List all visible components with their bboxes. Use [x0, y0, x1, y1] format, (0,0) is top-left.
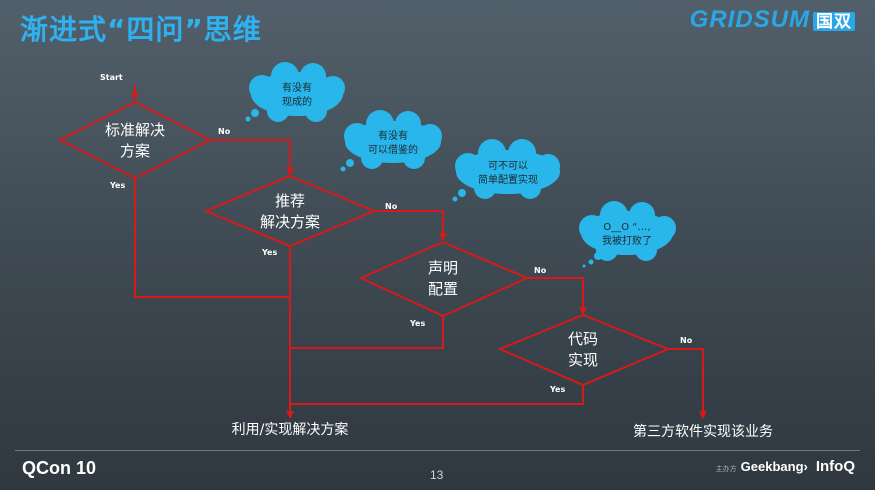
bubble-1-line2: 现成的 [282, 95, 312, 108]
thought-bubble-2 [340, 110, 442, 172]
bubble-3-line2: 简单配置实现 [478, 173, 538, 186]
decision-2-line1: 推荐 [275, 192, 305, 210]
connectors [131, 85, 707, 419]
outcome-right: 第三方软件实现该业务 [633, 423, 773, 440]
bubble-4-line1: O__O “…, [603, 222, 650, 233]
yes-line-4 [290, 385, 584, 405]
footer-divider [15, 450, 860, 451]
yes-label-4: Yes [549, 385, 565, 394]
qcon-logo: QCon 10 [22, 458, 97, 478]
geekbang-logo: Geekbang› [740, 459, 808, 474]
decision-4-line1: 代码 [568, 330, 598, 348]
logo-cn: 国双 [813, 12, 855, 31]
bubble-2-line2: 可以借鉴的 [368, 143, 418, 156]
decision-diamond-2 [203, 174, 377, 248]
no-label-3: No [534, 266, 547, 275]
yes-line-3 [290, 316, 444, 349]
bubble-2-line1: 有没有 [378, 129, 408, 142]
decision-3-line1: 声明 [428, 259, 458, 277]
no-label-1: No [218, 127, 231, 136]
bubble-1-line1: 有没有 [282, 81, 312, 94]
yes-line-1 [134, 178, 290, 298]
decision-diamond-3 [358, 240, 530, 318]
slide-title: 渐进式“四问”思维 [20, 13, 262, 46]
thought-bubble-4 [579, 201, 676, 268]
outcome-left: 利用/实现解决方案 [232, 421, 349, 438]
thought-bubble-3 [452, 139, 560, 202]
thought-bubble-1 [245, 62, 345, 122]
page-number: 13 [430, 468, 444, 482]
no-arrow-3 [527, 277, 587, 315]
no-arrow-4 [668, 348, 707, 419]
no-label-2: No [385, 202, 398, 211]
decision-diamond-1 [57, 100, 213, 180]
decision-2-line2: 解决方案 [260, 213, 320, 231]
sponsor-label: 主办方 [715, 466, 737, 473]
logo-text: GRIDSUM [689, 6, 810, 33]
decision-1-line2: 方案 [120, 142, 150, 160]
yes-label-2: Yes [261, 248, 277, 257]
decision-4-line2: 实现 [568, 351, 598, 369]
decision-diamond-4 [497, 313, 671, 387]
no-arrow-2 [374, 210, 447, 241]
yes-label-1: Yes [109, 181, 125, 190]
bubble-4-line2: 我被打败了 [602, 234, 652, 247]
start-label: Start [100, 73, 123, 82]
decision-3-line2: 配置 [428, 280, 458, 298]
bubble-3-line1: 可不可以 [488, 161, 528, 172]
yes-label-3: Yes [409, 319, 425, 328]
no-arrow-1 [210, 139, 294, 176]
infoq-logo: InfoQ [815, 458, 855, 475]
decision-1-line1: 标准解决 [105, 121, 165, 139]
no-label-4: No [680, 336, 693, 345]
